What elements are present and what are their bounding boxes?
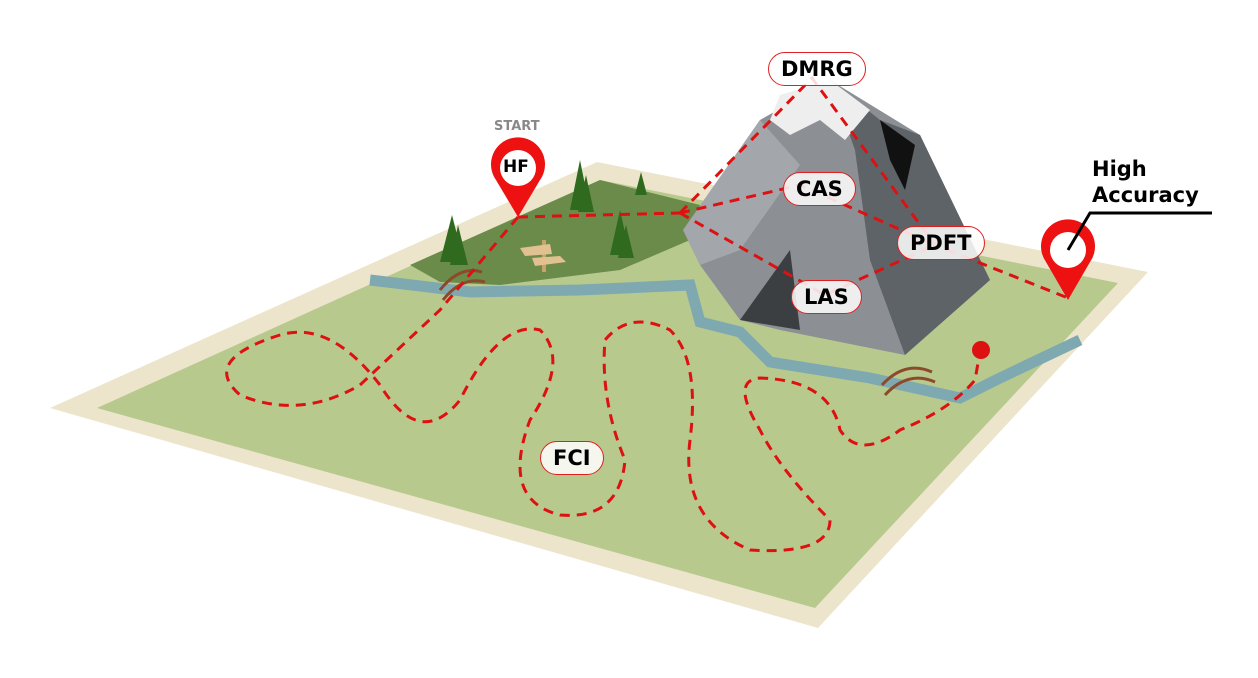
signpost-icon [520,240,566,272]
start-pin-icon [490,137,545,217]
start-label: START [494,119,540,134]
route-lines [225,75,1069,553]
method-label-fci: FCI [540,441,604,475]
bridge-icon-2 [880,366,936,397]
method-label-pdft: PDFT [897,226,985,260]
goal-pin-icon [1041,211,1212,300]
fci-path [225,216,982,553]
current-position-marker [972,341,990,359]
method-label-cas: CAS [783,172,856,206]
method-label-las: LAS [791,280,862,314]
goal-label: High Accuracy [1092,157,1199,207]
mountain [683,80,990,355]
trees [440,160,647,265]
method-label-dmrg: DMRG [768,52,866,86]
start-pin-label: HF [503,157,529,177]
river [369,274,1083,404]
